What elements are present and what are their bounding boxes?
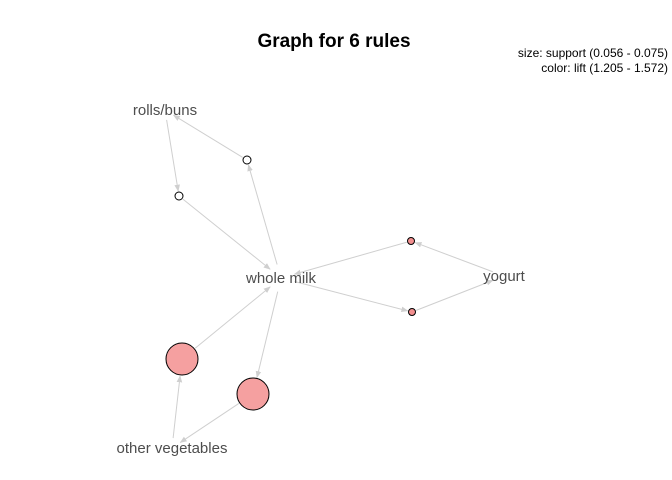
graph-title: Graph for 6 rules xyxy=(257,31,410,52)
edge-r3-to-whole_milk xyxy=(293,241,407,276)
edge-other_vegetables-to-r5 xyxy=(172,375,183,439)
item-label-yogurt: yogurt xyxy=(483,268,526,285)
edge-r5-to-whole_milk xyxy=(194,286,271,349)
rule-node-r2 xyxy=(242,155,252,165)
edge-r1-to-whole_milk xyxy=(182,198,271,270)
edge-whole_milk-to-r6 xyxy=(255,291,279,379)
rule-node-r1 xyxy=(174,191,184,201)
edge-r4-to-yogurt xyxy=(416,279,494,311)
item-label-whole-milk: whole milk xyxy=(245,270,317,287)
rule-node-r6 xyxy=(236,377,270,411)
edge-r6-to-other_vegetables xyxy=(179,403,240,443)
edge-whole_milk-to-r4 xyxy=(294,281,409,312)
rule-node-r3 xyxy=(407,237,415,245)
item-labels-layer: rolls/buns whole milk yogurt other vegetabl… xyxy=(117,102,526,457)
item-label-other-vegetables: other vegetables xyxy=(117,440,228,457)
edge-yogurt-to-r3 xyxy=(414,242,493,273)
rule-nodes-layer xyxy=(165,155,416,411)
edges-layer xyxy=(166,114,494,443)
rule-node-r5 xyxy=(165,342,199,376)
legend-size: size: support (0.056 - 0.075) xyxy=(518,46,668,60)
edge-rolls_buns-to-r1 xyxy=(166,119,180,192)
rule-node-r4 xyxy=(408,308,416,316)
legend-color: color: lift (1.205 - 1.572) xyxy=(541,61,668,75)
edge-r2-to-rolls_buns xyxy=(172,114,243,158)
item-label-rolls-buns: rolls/buns xyxy=(133,102,197,119)
edge-whole_milk-to-r2 xyxy=(247,164,278,265)
